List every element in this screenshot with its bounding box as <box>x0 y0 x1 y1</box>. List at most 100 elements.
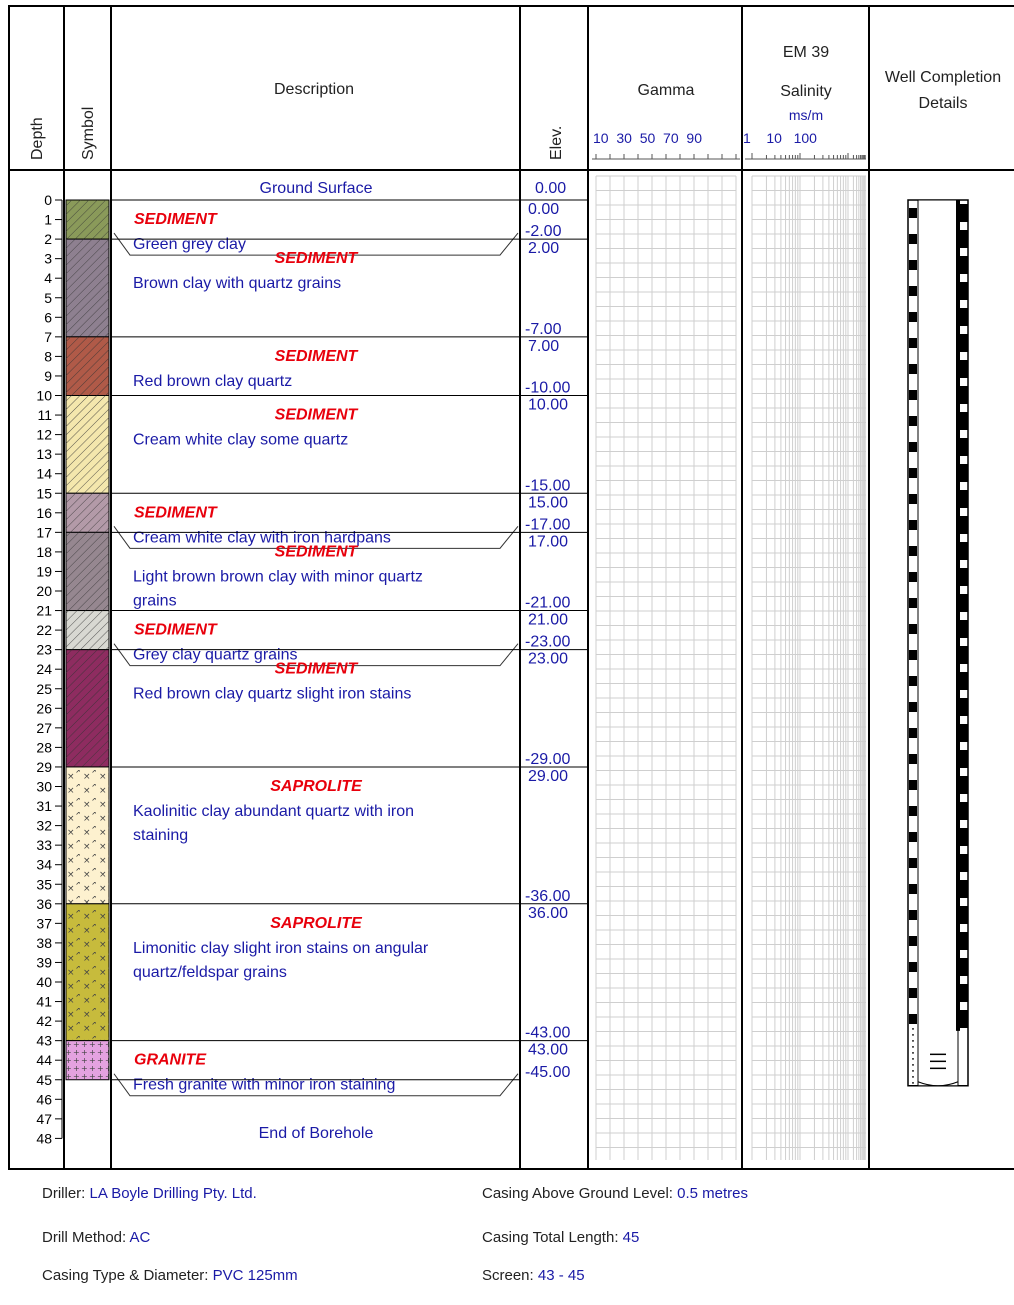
well-gravel-dot <box>912 1070 914 1072</box>
well-grout-left <box>909 806 917 816</box>
layer-category: SEDIMENT <box>134 504 218 521</box>
depth-tick-label: 34 <box>36 857 52 873</box>
depth-tick-label: 14 <box>36 466 52 482</box>
well-gravel-dot <box>912 1046 914 1048</box>
well-gravel-dot <box>912 1034 914 1036</box>
layer-category: SEDIMENT <box>275 661 359 678</box>
depth-tick-label: 3 <box>44 251 52 267</box>
well-grout-right <box>958 360 968 378</box>
salinity-grid <box>751 175 866 1160</box>
lithology-pattern <box>66 395 109 494</box>
lithology-pattern <box>66 532 109 611</box>
depth-tick-label: 6 <box>44 309 52 325</box>
well-grout-right <box>958 750 968 768</box>
well-grout-right <box>958 698 968 716</box>
well-grout-right <box>958 412 968 430</box>
borehole-log: × × + Depth Symbol Description Elev. Gam… <box>8 5 1014 1170</box>
description-header: Description <box>274 81 354 98</box>
elev-top: 10.00 <box>528 397 568 414</box>
driller-label: Driller: <box>42 1185 86 1202</box>
layer-description: Grey clay quartz grains <box>133 647 298 664</box>
well-grout-right <box>958 1010 968 1028</box>
elev-bottom: -36.00 <box>525 888 570 905</box>
well-completion-header: Well Completion <box>885 69 1001 86</box>
depth-tick-label: 45 <box>36 1072 52 1088</box>
elev-top: 0.00 <box>528 201 559 218</box>
well-grout-left <box>909 260 917 270</box>
ground-surface-elev: 0.00 <box>535 180 566 197</box>
layer-description: Cream white clay with iron hardpans <box>133 529 391 546</box>
depth-tick-label: 48 <box>36 1130 52 1146</box>
elev-bottom: -15.00 <box>525 477 570 494</box>
well-grout-right <box>958 256 968 274</box>
depth-tick-label: 37 <box>36 915 52 931</box>
well-grout-right <box>958 334 968 352</box>
method-row: Drill Method: AC <box>42 1229 150 1246</box>
well-grout-right <box>958 906 968 924</box>
symbol-header: Symbol <box>80 107 97 160</box>
well-gravel-dot <box>912 1064 914 1066</box>
elev-top: 2.00 <box>528 240 559 257</box>
well-grout-left <box>909 546 917 556</box>
well-grout-left <box>909 598 917 608</box>
depth-tick-label: 39 <box>36 954 52 970</box>
layer-category: SEDIMENT <box>275 543 359 560</box>
depth-tick-label: 5 <box>44 290 52 306</box>
layer-description: Cream white clay some quartz <box>133 432 348 449</box>
gamma-header: Gamma <box>638 82 695 99</box>
well-diagram <box>907 199 969 1087</box>
elev-bottom: -10.00 <box>525 380 570 397</box>
well-grout-right <box>958 984 968 1002</box>
method-value: AC <box>129 1229 151 1246</box>
depth-tick-label: 22 <box>36 622 52 638</box>
depth-tick-label: 43 <box>36 1033 52 1049</box>
well-grout-left <box>909 286 917 296</box>
well-grout-left <box>909 390 917 400</box>
depth-tick-label: 27 <box>36 720 52 736</box>
well-grout-right <box>958 646 968 664</box>
screen-label: Screen: <box>482 1267 534 1284</box>
casing-above-row: Casing Above Ground Level: 0.5 metres <box>482 1185 748 1202</box>
scale-tick-marks <box>592 153 866 160</box>
well-grout-left <box>909 754 917 764</box>
gamma-scale-ticks: 10 30 50 70 90 <box>593 130 702 146</box>
well-grout-right <box>958 542 968 560</box>
well-grout-right <box>958 958 968 976</box>
depth-tick-label: 28 <box>36 739 52 755</box>
well-grout-right <box>958 308 968 326</box>
layer-category: SEDIMENT <box>134 211 218 228</box>
layer-category: SEDIMENT <box>134 622 218 639</box>
layer-description: Brown clay with quartz grains <box>133 275 341 292</box>
well-grout-left <box>909 572 917 582</box>
layer-description: Kaolinitic clay abundant quartz with iro… <box>133 803 414 820</box>
layer-description: quartz/feldspar grains <box>133 964 287 981</box>
depth-tick-label: 21 <box>36 603 52 619</box>
lithology-pattern <box>66 903 109 1041</box>
layer-category: SEDIMENT <box>275 348 359 365</box>
elev-bottom: -43.00 <box>525 1025 570 1042</box>
well-grout-left <box>909 728 917 738</box>
layer-connector <box>113 1073 519 1097</box>
depth-tick-label: 26 <box>36 700 52 716</box>
depth-tick-label: 42 <box>36 1013 52 1029</box>
elev-header: Elev. <box>548 126 565 160</box>
well-grout-right <box>958 854 968 872</box>
elev-bottom: -17.00 <box>525 516 570 533</box>
layer-description: Red brown clay quartz <box>133 373 292 390</box>
layer-connector <box>113 232 519 256</box>
well-grout-right <box>958 594 968 612</box>
layer-category: GRANITE <box>134 1052 207 1069</box>
depth-axis: 0123456789101112131415161718192021222324… <box>36 192 63 1146</box>
well-gravel-dot <box>912 1040 914 1042</box>
well-grout-left <box>909 416 917 426</box>
layer-category: SEDIMENT <box>275 407 359 424</box>
well-gravel-dot <box>912 1076 914 1078</box>
depth-tick-label: 46 <box>36 1091 52 1107</box>
well-grout-left <box>909 962 917 972</box>
layer-description: Limonitic clay slight iron stains on ang… <box>133 940 429 957</box>
casing-length-row: Casing Total Length: 45 <box>482 1229 639 1246</box>
depth-header: Depth <box>29 117 46 160</box>
well-grout-right <box>958 776 968 794</box>
lithology-pattern <box>66 1040 109 1080</box>
